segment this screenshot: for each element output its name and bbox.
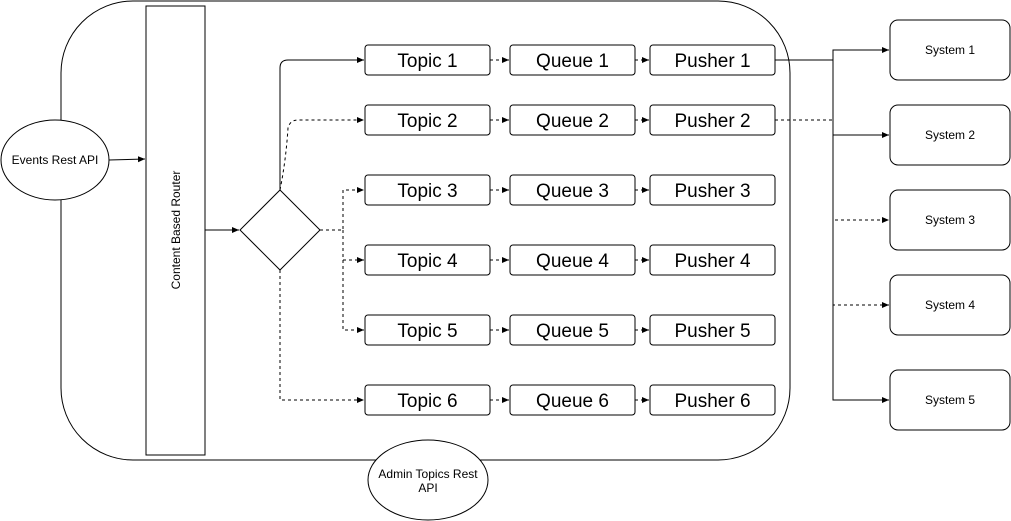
system-label: System 3 bbox=[925, 213, 975, 227]
admin-api-label-line1: Admin Topics Rest bbox=[378, 467, 478, 481]
bus-to-system-5 bbox=[832, 135, 889, 403]
bus-to-system-1 bbox=[832, 47, 889, 60]
route-topic-1 bbox=[279, 57, 364, 190]
admin-api-label-line2: API bbox=[418, 481, 437, 495]
topic-label: Topic 5 bbox=[397, 321, 457, 342]
system-node: System 1 bbox=[889, 19, 1011, 81]
pipeline-row: Topic 4 Queue 4 Pusher 4 bbox=[364, 244, 776, 276]
content-router-label: Content Based Router bbox=[169, 171, 183, 290]
pipeline-row: Topic 1 Queue 1 Pusher 1 bbox=[364, 44, 776, 76]
route-topic-5 bbox=[342, 260, 364, 333]
queue-label: Queue 4 bbox=[536, 251, 609, 272]
system-label: System 5 bbox=[925, 393, 975, 407]
route-topic-3 bbox=[320, 187, 364, 231]
admin-topics-rest-api bbox=[367, 439, 489, 521]
pipeline-row: Topic 5 Queue 5 Pusher 5 bbox=[364, 314, 776, 346]
target-systems: System 1 System 2 System 3 System 4 System 5 bbox=[889, 19, 1011, 431]
delivery-connectors bbox=[775, 47, 889, 403]
queue-label: Queue 3 bbox=[536, 181, 609, 202]
system-box bbox=[889, 189, 1011, 251]
pusher-box bbox=[649, 314, 776, 346]
topic-label: Topic 1 bbox=[397, 51, 457, 72]
pusher-label: Pusher 4 bbox=[674, 251, 750, 272]
system-box bbox=[889, 104, 1011, 166]
pipeline-row: Topic 2 Queue 2 Pusher 2 bbox=[364, 104, 776, 136]
topic-label: Topic 2 bbox=[397, 111, 457, 132]
route-topic-6 bbox=[279, 270, 364, 403]
topic-label: Topic 3 bbox=[397, 181, 457, 202]
pipelines: Topic 1 Queue 1 Pusher 1 Topic 2 Queue 2 Push… bbox=[364, 44, 776, 416]
topic-label: Topic 4 bbox=[397, 251, 458, 272]
system-box bbox=[889, 19, 1011, 81]
pusher-box bbox=[649, 174, 776, 206]
system-node: System 4 bbox=[889, 274, 1011, 336]
pusher-label: Pusher 5 bbox=[674, 321, 750, 342]
topic-label: Topic 6 bbox=[397, 391, 457, 412]
route-connectors bbox=[279, 57, 364, 403]
pipeline-row: Topic 6 Queue 6 Pusher 6 bbox=[364, 384, 776, 416]
queue-label: Queue 1 bbox=[536, 51, 609, 72]
pusher-box bbox=[649, 384, 776, 416]
queue-label: Queue 6 bbox=[536, 391, 609, 412]
system-node: System 5 bbox=[889, 369, 1011, 431]
events-rest-api-label: Events Rest API bbox=[12, 153, 99, 167]
pipeline-row: Topic 3 Queue 3 Pusher 3 bbox=[364, 174, 776, 206]
events-to-router-arrow bbox=[108, 156, 146, 163]
pusher-label: Pusher 3 bbox=[674, 181, 750, 202]
system-label: System 2 bbox=[925, 128, 975, 142]
system-node: System 2 bbox=[889, 104, 1011, 166]
pusher-box bbox=[649, 244, 776, 276]
queue-label: Queue 2 bbox=[536, 111, 609, 132]
system-box bbox=[889, 274, 1011, 336]
content-router-box bbox=[145, 5, 206, 456]
system-label: System 4 bbox=[925, 298, 975, 312]
queue-label: Queue 5 bbox=[536, 321, 609, 342]
system-label: System 1 bbox=[925, 43, 975, 57]
pusher-label: Pusher 2 bbox=[674, 111, 750, 132]
system-box bbox=[889, 369, 1011, 431]
bus-to-system-2 bbox=[832, 60, 889, 138]
route-topic-2 bbox=[279, 117, 364, 191]
pusher-label: Pusher 6 bbox=[674, 391, 750, 412]
pusher-label: Pusher 1 bbox=[674, 51, 750, 72]
system-node: System 3 bbox=[889, 189, 1011, 251]
bus-to-system-4 bbox=[832, 220, 889, 308]
